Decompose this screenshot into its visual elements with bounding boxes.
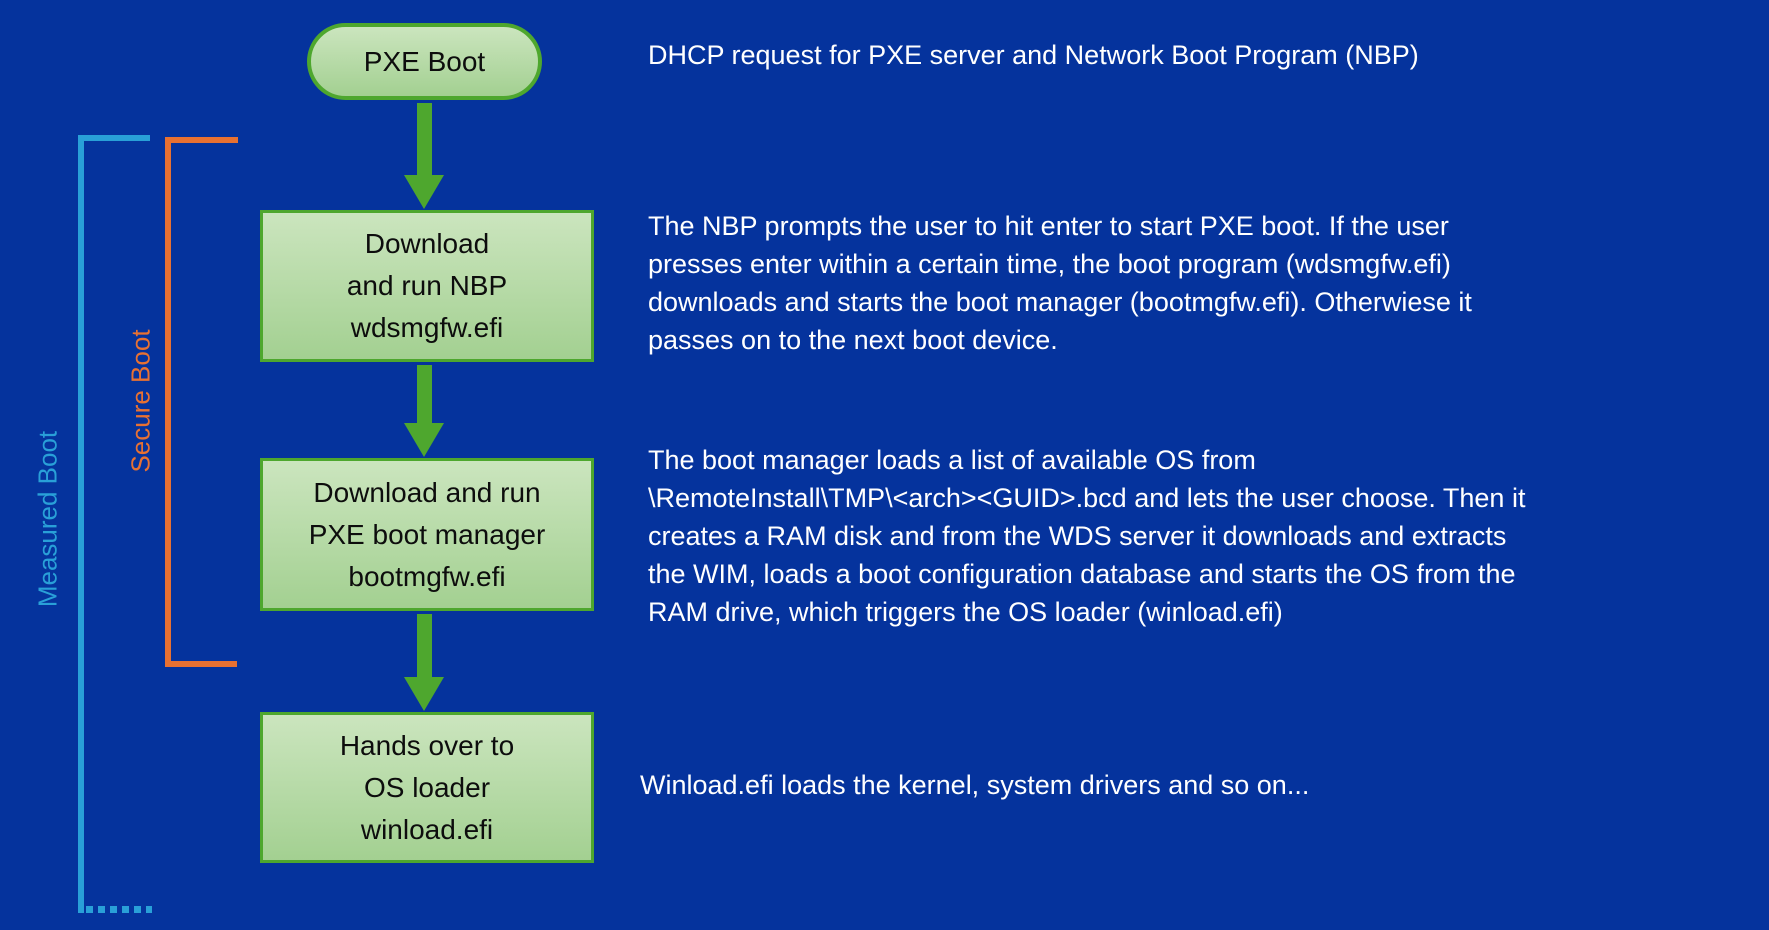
annotation-line: passes on to the next boot device. xyxy=(648,325,1058,355)
node-download-boot-manager: Download and run PXE boot manager bootmg… xyxy=(260,458,594,611)
measured-boot-bracket-vertical-line xyxy=(78,135,84,913)
node-text-line: OS loader xyxy=(363,771,491,803)
node-text-line: winload.efi xyxy=(360,813,494,845)
annotation-line: the WIM, loads a boot configuration data… xyxy=(648,559,1516,589)
annotation-line: creates a RAM disk and from the WDS serv… xyxy=(648,521,1507,551)
measured-boot-bracket-dotted-end xyxy=(86,906,152,913)
secure-boot-bracket-bottom-tick xyxy=(165,661,237,667)
annotation-nbp-prompt: The NBP prompts the user to hit enter to… xyxy=(648,207,1472,359)
node-text-line: bootmgfw.efi xyxy=(348,560,506,592)
node-text-line: wdsmgfw.efi xyxy=(350,312,504,343)
node-text-line: PXE boot manager xyxy=(308,518,546,550)
annotation-winload: Winload.efi loads the kernel, system dri… xyxy=(640,766,1309,804)
annotation-line: presses enter within a certain time, the… xyxy=(648,249,1451,279)
arrow-head-icon xyxy=(404,423,444,457)
annotation-line: Winload.efi loads the kernel, system dri… xyxy=(640,770,1310,800)
node-text-line: Download and run xyxy=(313,476,541,508)
secure-boot-label: Secure Boot xyxy=(125,329,156,473)
annotation-line: The NBP prompts the user to hit enter to… xyxy=(648,211,1449,241)
node-hands-over-os-loader: Hands over to OS loader winload.efi xyxy=(260,712,594,863)
annotation-line: \RemoteInstall\TMP\<arch><GUID>.bcd and … xyxy=(648,483,1526,513)
measured-boot-bracket-top-tick xyxy=(78,135,150,141)
annotation-line: The boot manager loads a list of availab… xyxy=(648,445,1256,475)
node-text-line: and run NBP xyxy=(346,270,508,301)
arrow-shaft xyxy=(417,365,432,423)
arrow-head-icon xyxy=(404,677,444,711)
node-download-nbp: Download and run NBP wdsmgfw.efi xyxy=(260,210,594,362)
annotation-line: downloads and starts the boot manager (b… xyxy=(648,287,1472,317)
node-text-line: Download xyxy=(364,228,490,259)
secure-boot-bracket-top-tick xyxy=(165,137,238,143)
arrow-shaft xyxy=(417,614,432,677)
node-text-line: Hands over to xyxy=(339,729,515,761)
annotation-dhcp-request: DHCP request for PXE server and Network … xyxy=(648,36,1419,74)
annotation-line: RAM drive, which triggers the OS loader … xyxy=(648,597,1283,627)
node-pxe-boot: PXE Boot xyxy=(307,23,542,100)
measured-boot-label: Measured Boot xyxy=(32,430,63,608)
annotation-boot-manager: The boot manager loads a list of availab… xyxy=(648,441,1525,631)
arrow-shaft xyxy=(417,103,432,175)
secure-boot-bracket-vertical-line xyxy=(165,137,171,667)
arrow-head-icon xyxy=(404,175,444,209)
annotation-line: DHCP request for PXE server and Network … xyxy=(648,40,1419,70)
node-pxe-boot-label: PXE Boot xyxy=(363,45,486,77)
